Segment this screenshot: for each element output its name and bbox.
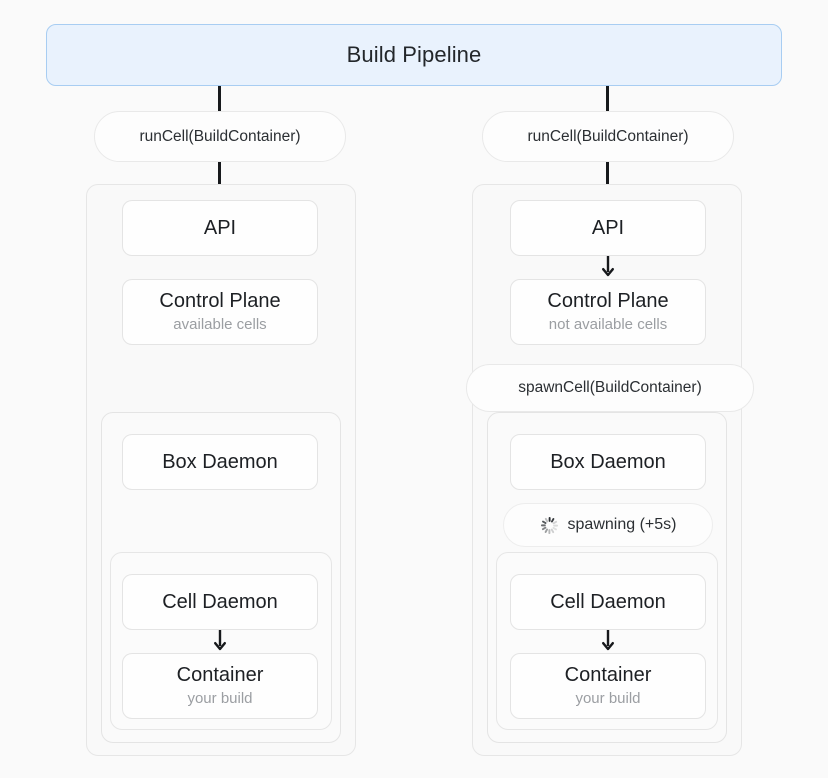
left-node-container-subtitle: your build <box>187 690 253 708</box>
left-arrow-cell-daemon-to-container <box>213 630 227 652</box>
build-pipeline-header: Build Pipeline <box>46 24 782 86</box>
left-node-cell-daemon[interactable]: Cell Daemon <box>122 574 318 630</box>
right-arrow-cell-daemon-to-container <box>601 630 615 652</box>
page-title: Build Pipeline <box>346 42 482 67</box>
left-node-api-title: API <box>203 216 237 239</box>
spinner-icon <box>540 516 559 535</box>
right-spawn-pill[interactable]: spawnCell(BuildContainer) <box>466 364 754 412</box>
right-node-box-daemon-title: Box Daemon <box>550 450 666 473</box>
left-node-box-daemon-title: Box Daemon <box>162 450 278 473</box>
right-status-pill-label: spawning (+5s) <box>567 516 677 533</box>
left-node-control-plane[interactable]: Control Plane available cells <box>122 279 318 345</box>
left-node-box-daemon[interactable]: Box Daemon <box>122 434 318 490</box>
right-arrow-api-to-control-plane <box>601 256 615 278</box>
right-node-control-plane-title: Control Plane <box>547 290 669 313</box>
right-entry-pill[interactable]: runCell(BuildContainer) <box>482 111 734 162</box>
left-entry-pill-label: runCell(BuildContainer) <box>139 127 301 145</box>
right-node-box-daemon[interactable]: Box Daemon <box>510 434 706 490</box>
right-spawn-pill-label: spawnCell(BuildContainer) <box>518 379 702 396</box>
left-entry-pill[interactable]: runCell(BuildContainer) <box>94 111 346 162</box>
connector-right-pill-to-api <box>606 162 609 204</box>
right-status-pill[interactable]: spawning (+5s) <box>503 503 713 547</box>
right-node-container[interactable]: Container your build <box>510 653 706 719</box>
left-node-control-plane-subtitle: available cells <box>173 316 267 334</box>
left-node-control-plane-title: Control Plane <box>159 290 281 313</box>
left-node-cell-daemon-title: Cell Daemon <box>162 590 278 613</box>
right-node-api-title: API <box>591 216 625 239</box>
connector-header-to-right-pill <box>606 86 609 113</box>
right-node-container-title: Container <box>564 664 652 687</box>
left-node-api[interactable]: API <box>122 200 318 256</box>
connector-left-pill-to-api <box>218 162 221 204</box>
right-node-cell-daemon-title: Cell Daemon <box>550 590 666 613</box>
right-node-control-plane-subtitle: not available cells <box>548 316 668 334</box>
right-node-control-plane[interactable]: Control Plane not available cells <box>510 279 706 345</box>
right-node-api[interactable]: API <box>510 200 706 256</box>
right-node-container-subtitle: your build <box>575 690 641 708</box>
right-entry-pill-label: runCell(BuildContainer) <box>527 127 689 145</box>
right-node-cell-daemon[interactable]: Cell Daemon <box>510 574 706 630</box>
connector-header-to-left-pill <box>218 86 221 113</box>
left-node-container[interactable]: Container your build <box>122 653 318 719</box>
left-node-container-title: Container <box>176 664 264 687</box>
